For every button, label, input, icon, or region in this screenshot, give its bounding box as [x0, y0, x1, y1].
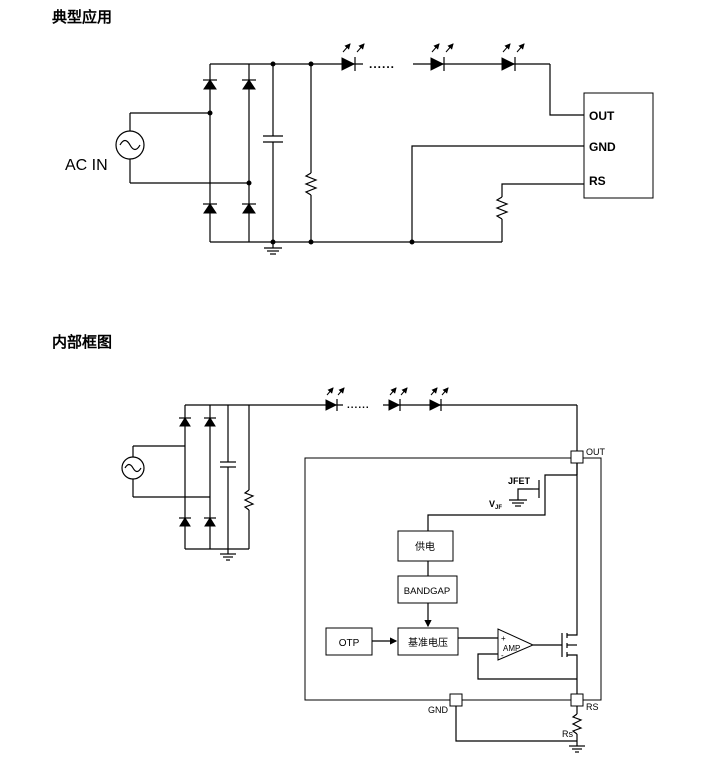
diode-icon [204, 417, 216, 427]
amp-minus-sign: - [501, 651, 504, 660]
diode-icon [242, 79, 256, 90]
pin-rs-label: RS [589, 174, 606, 188]
filter-capacitor [263, 61, 283, 245]
led-icon [388, 387, 408, 411]
bandgap-block-label: BANDGAP [404, 586, 450, 597]
supply-block-label: 供电 [415, 540, 435, 553]
typical-application-heading: 典型应用 [52, 9, 113, 26]
bandgap-block [397, 575, 458, 604]
pin-out [570, 450, 584, 464]
pin-out-label: OUT [589, 109, 615, 123]
led-icon [325, 387, 345, 411]
ground-icon [220, 549, 236, 561]
diode-icon [203, 203, 217, 214]
pin-gnd [449, 693, 463, 707]
diode-icon [179, 417, 191, 427]
power-mosfet [561, 463, 578, 694]
led-icon [501, 43, 525, 71]
led-icon [429, 387, 449, 411]
pin-gnd-label: GND [428, 705, 449, 715]
amplifier: + - AMP [497, 628, 535, 661]
led-ellipsis: ...... [347, 400, 370, 411]
internal-block-diagram-heading: 内部框图 [52, 334, 113, 351]
diode-icon [242, 203, 256, 214]
jfet-transistor [427, 463, 578, 531]
led-string: ...... [325, 387, 449, 411]
supply-block [397, 530, 454, 562]
reference-voltage-label: 基准电压 [408, 636, 448, 649]
ac-source-symbol [115, 112, 249, 184]
diode-icon [204, 517, 216, 527]
ground-icon [509, 499, 527, 507]
otp-block-label: OTP [339, 638, 360, 649]
filter-capacitor [220, 405, 236, 549]
bleeder-resistor [243, 405, 255, 549]
typical-application-diagram: AC IN [65, 43, 654, 255]
led-icon [341, 43, 365, 71]
reference-voltage-block [397, 627, 459, 656]
pin-rs [570, 693, 584, 707]
bleeder-resistor [304, 61, 318, 245]
ground-icon [264, 242, 282, 255]
led-string: ...... [341, 43, 525, 71]
diode-icon [203, 79, 217, 90]
pin-out-label: OUT [586, 447, 606, 457]
led-icon [430, 43, 454, 71]
jfet-label: JFET [508, 476, 531, 486]
vjf-label: VJF [489, 499, 502, 511]
otp-block [325, 627, 373, 656]
sense-resistor [571, 706, 583, 746]
rs-resistor-label: Rs [562, 729, 573, 739]
ac-in-label: AC IN [65, 157, 108, 174]
bridge-rectifier [179, 404, 577, 550]
amp-plus-sign: + [501, 634, 506, 643]
led-ellipsis: ...... [369, 57, 395, 71]
internal-block-diagram: ...... OUT GND RS JFET VJF [121, 387, 606, 753]
ground-icon [569, 745, 585, 753]
pin-rs-label: RS [586, 702, 599, 712]
pin-gnd-label: GND [589, 140, 616, 154]
amp-label: AMP [503, 644, 520, 653]
sense-resistor [495, 196, 509, 242]
driver-ic: OUT GND RS [583, 92, 654, 199]
diode-icon [179, 517, 191, 527]
ac-source-symbol [121, 445, 210, 498]
